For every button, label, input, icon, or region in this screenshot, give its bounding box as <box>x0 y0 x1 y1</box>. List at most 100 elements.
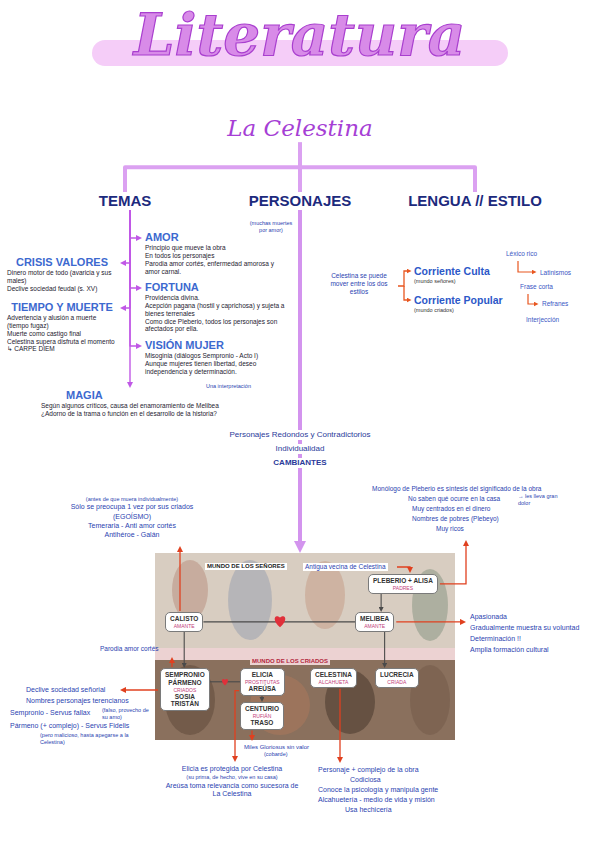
illustration-panel: MUNDO DE LOS CRIADOSSEMPRONIOPÁRMENOCRIA… <box>155 648 455 740</box>
annotation: Alcahuetería - medio de vida y misión <box>318 796 478 804</box>
node-text: Celestina supera disfruta el momento <box>7 338 117 346</box>
annotation: Frase corta <box>520 283 580 291</box>
annotation: Elicia es protegida por Celestina <box>162 765 302 773</box>
leader-arrow <box>396 621 462 622</box>
annotation: Temeraria - Anti amor cortés <box>57 522 207 530</box>
annotation: Individualidad <box>273 444 328 454</box>
theme-block: CRISIS VALORESDinero motor de todo (avar… <box>4 255 120 294</box>
branch-heading: LENGUA // ESTILO <box>390 192 560 210</box>
connector <box>124 210 130 263</box>
node-heading: La Celestina <box>225 115 375 143</box>
node-text: ¿Adorno de la trama o función en el desa… <box>41 410 285 418</box>
annotation: Celestina se puede mover entre los dos e… <box>322 272 396 295</box>
node-text: PADRES <box>373 585 433 591</box>
annotation: Apasionada <box>470 613 595 621</box>
painted-figure <box>172 560 208 620</box>
bent-arrow <box>528 294 535 304</box>
node-heading: SEMPRONIO <box>165 671 205 679</box>
node-heading: TIEMPO Y MUERTE <box>7 301 117 314</box>
annotation: Antigua vecina de Celestina <box>303 563 388 571</box>
node-text: AREÚSA <box>245 685 280 693</box>
node-text: Dinero motor de todo (avaricia y sus mal… <box>7 269 117 285</box>
theme-block: VISIÓN MUJERMisoginia (diálogos Semproni… <box>142 338 290 377</box>
annotation: Miles Gloriosus sin valor <box>244 744 329 751</box>
topic-heading: La Celestina <box>225 115 375 143</box>
node-text: TRISTÁN <box>165 700 205 708</box>
painting <box>155 648 455 740</box>
node-text: Acepción pagana (hostil y caprichosa) y … <box>145 302 287 318</box>
node-heading: MUNDO DE LOS CRIADOS <box>250 658 330 665</box>
painted-figure <box>228 560 272 640</box>
painting <box>155 553 455 648</box>
node-text: CRIADOS <box>165 687 205 693</box>
connector <box>124 210 130 308</box>
annotation: No saben qué ocurre en la casa <box>408 495 516 503</box>
node-text: Aunque mujeres tienen libertad, deseo in… <box>145 360 287 376</box>
annotation: Declive sociedad señorial <box>26 686 126 694</box>
node-text: AMANTE <box>170 623 198 629</box>
page-title: Literatura <box>0 0 599 70</box>
annotation: Codiciosa <box>350 776 430 784</box>
leader-arrow <box>171 661 172 667</box>
painted-figure <box>305 561 345 629</box>
annotation: (falso, provecho de su amo) <box>102 707 154 720</box>
annotation: Usa hechicería <box>345 806 435 814</box>
character-box: CENTURIORUFIÁNTRASO <box>240 702 284 730</box>
node-heading: PERSONAJES <box>235 192 365 210</box>
node-text: CRIADA <box>380 679 414 685</box>
node-text: Declive sociedad feudal (s. XV) <box>7 285 117 293</box>
node-text: (mundo señores) <box>414 278 490 285</box>
annotation: Léxico rico <box>506 250 566 258</box>
connector <box>130 210 138 288</box>
leader-arrow <box>339 689 340 759</box>
node-text: Como dice Pleberio, todos los personajes… <box>145 318 287 334</box>
node-heading: CRISIS VALORES <box>7 256 117 269</box>
annotation: Antihéroe - Galán <box>57 531 207 539</box>
theme-block: AMORPrincipio que mueve la obraEn todos … <box>142 230 290 276</box>
node-text: Misoginia (diálogos Sempronio - Acto I) <box>145 352 287 360</box>
annotation: Muy ricos <box>436 525 476 533</box>
bent-arrow <box>518 261 533 272</box>
style-block: Corriente Culta(mundo señores) <box>412 264 492 285</box>
heart-symbol <box>222 679 228 685</box>
node-heading: MAGIA <box>41 389 285 402</box>
style-bracket <box>404 286 408 300</box>
connector <box>184 632 185 665</box>
node-text: ALCAHUETA <box>315 679 352 685</box>
connector <box>384 632 385 665</box>
node-text: Muerte como castigo final <box>7 330 117 338</box>
node-heading: MUNDO DE LOS SEÑORES <box>205 563 287 570</box>
node-heading: TEMAS <box>85 192 165 210</box>
node-heading: LUCRECIA <box>380 671 414 679</box>
annotation: Gradualmente muestra su voluntad <box>470 624 595 632</box>
character-box: LUCRECIACRIADA <box>375 668 419 688</box>
node-heading: Corriente Culta <box>414 265 490 278</box>
node-text: Advertencia y alusión a muerte (tiempo f… <box>7 314 117 330</box>
leader-arrow <box>397 567 410 569</box>
theme-block: FORTUNAProvidencia divina.Acepción pagan… <box>142 280 290 334</box>
annotation: (cobarde) <box>264 751 304 758</box>
annotation: Determinación !! <box>470 635 595 643</box>
annotation: Una interpretación <box>206 383 276 390</box>
leader-arrow <box>251 731 252 737</box>
node-heading: CENTURIO <box>245 705 279 713</box>
node-text: (mundo criados) <box>414 307 503 314</box>
annotation: Sólo se preocupa 1 vez por sus criados <box>57 503 207 511</box>
node-heading: VISIÓN MUJER <box>145 339 287 352</box>
annotation: Monólogo de Pleberio es síntesis del sig… <box>372 485 594 493</box>
node-text: Principio que mueve la obra <box>145 244 287 252</box>
connector <box>125 143 300 192</box>
node-heading: ELICIA <box>245 671 280 679</box>
leader-arrow <box>440 544 466 584</box>
annotation: → les lleva gran dolor <box>518 493 562 506</box>
node-heading: Corriente Popular <box>414 294 503 307</box>
heart-symbol <box>275 616 286 627</box>
character-box: MELIBEAAMANTE <box>355 612 394 632</box>
annotation: Interjección <box>526 316 586 324</box>
annotation: CAMBIANTES <box>270 458 329 468</box>
annotation: Nombres personajes terencianos <box>26 697 151 705</box>
annotation: Areúsa toma relevancia como sucesora de … <box>162 782 302 799</box>
node-text: Parodia amor cortés, enfermedad amorosa … <box>145 260 287 276</box>
leader-arrow <box>235 691 239 758</box>
style-bracket <box>398 271 408 286</box>
